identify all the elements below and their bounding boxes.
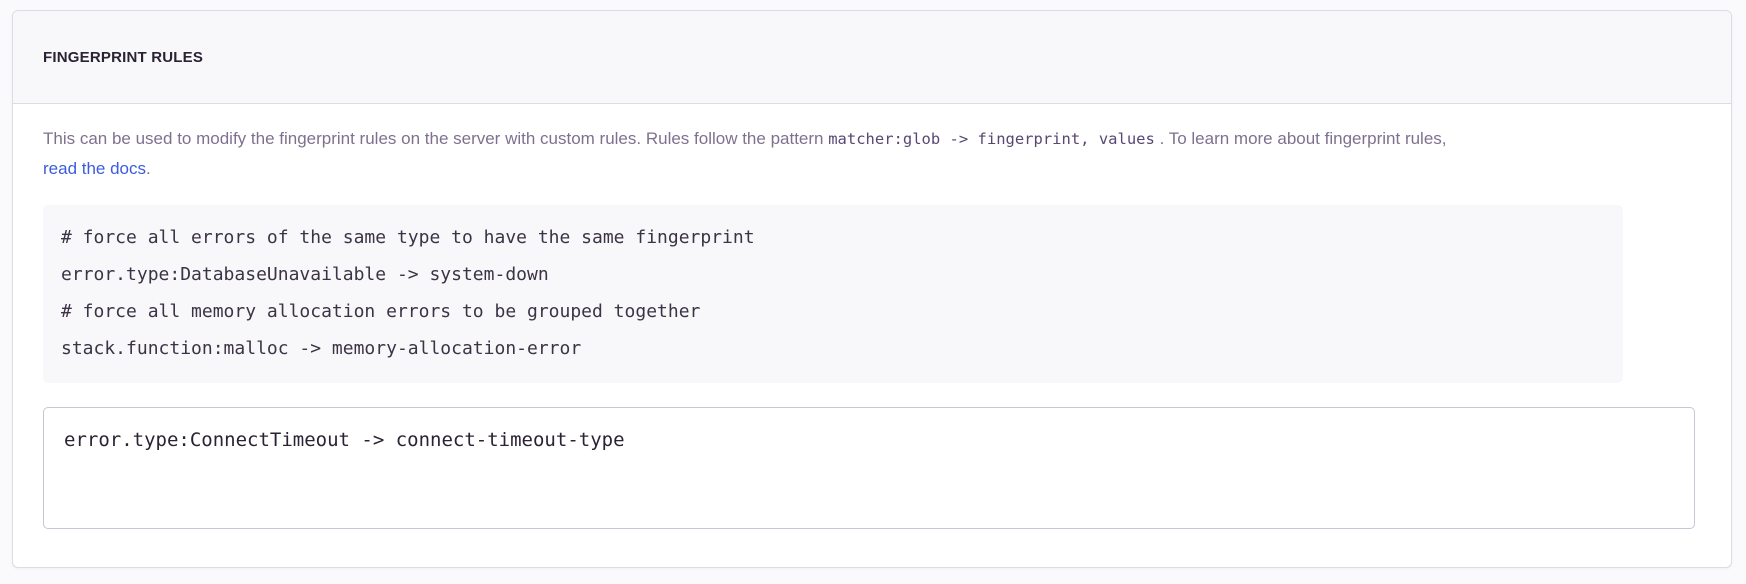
inline-code-pattern: matcher:glob -> fingerprint, values xyxy=(828,130,1155,148)
fingerprint-rules-input[interactable] xyxy=(43,407,1695,529)
read-the-docs-link[interactable]: read the docs xyxy=(43,159,147,178)
example-rules-code-block: # force all errors of the same type to h… xyxy=(43,205,1623,383)
description-trailing: . xyxy=(146,159,151,178)
panel-header: FINGERPRINT RULES xyxy=(13,11,1731,104)
description-text: This can be used to modify the fingerpri… xyxy=(43,124,1463,184)
page-title: FINGERPRINT RULES xyxy=(43,48,204,66)
description-middle: . To learn more about fingerprint rules, xyxy=(1154,129,1447,148)
panel-body: This can be used to modify the fingerpri… xyxy=(13,104,1731,529)
fingerprint-rules-panel: FINGERPRINT RULES This can be used to mo… xyxy=(12,10,1732,568)
description-lead: This can be used to modify the fingerpri… xyxy=(43,129,829,148)
